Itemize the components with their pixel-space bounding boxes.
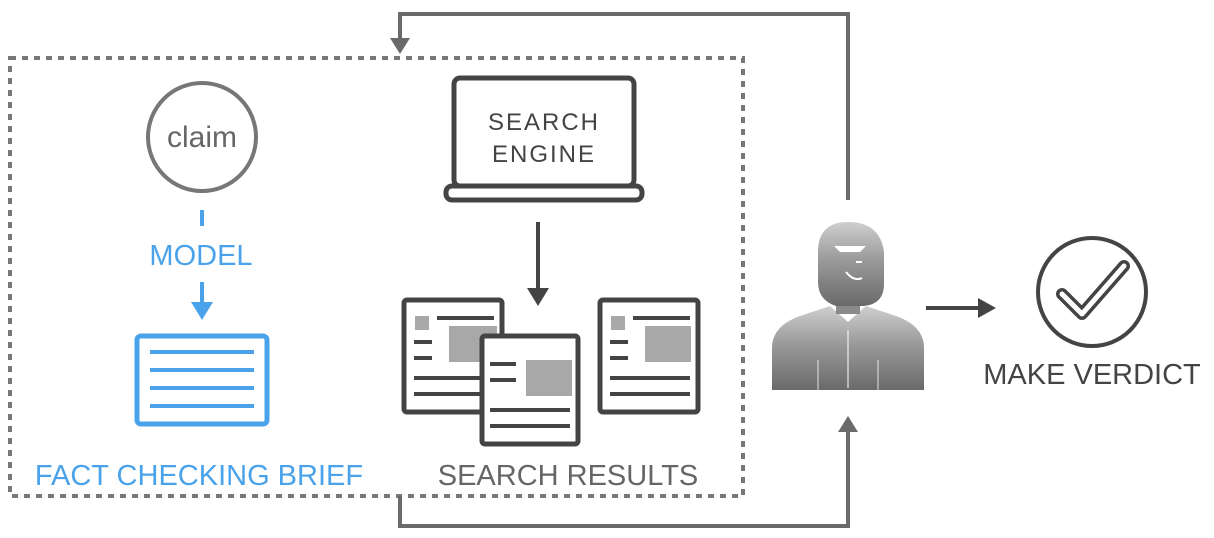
fact-checking-brief-icon — [134, 333, 270, 427]
laptop-icon: SEARCH ENGINE — [443, 75, 645, 203]
person-icon — [772, 222, 924, 390]
dashed-frame — [8, 56, 745, 498]
search-engine-line1: SEARCH — [488, 109, 600, 136]
claim-node: claim — [146, 81, 258, 193]
model-arrow — [191, 282, 213, 320]
checkmark-circle-icon — [1036, 236, 1148, 348]
fact-checking-brief-label: FACT CHECKING BRIEF — [35, 460, 363, 492]
search-result-doc-3 — [597, 297, 701, 415]
verdict-arrow — [926, 298, 996, 318]
model-label: MODEL — [149, 240, 252, 272]
make-verdict-label: MAKE VERDICT — [983, 359, 1201, 391]
claim-label: claim — [167, 121, 237, 154]
search-results-label: SEARCH RESULTS — [438, 460, 699, 492]
search-arrow — [527, 222, 549, 306]
feedback-arrow-bottom — [398, 416, 858, 528]
search-result-doc-2 — [479, 333, 581, 447]
search-engine-line2: ENGINE — [492, 141, 596, 168]
feedback-arrow-top — [390, 12, 850, 200]
